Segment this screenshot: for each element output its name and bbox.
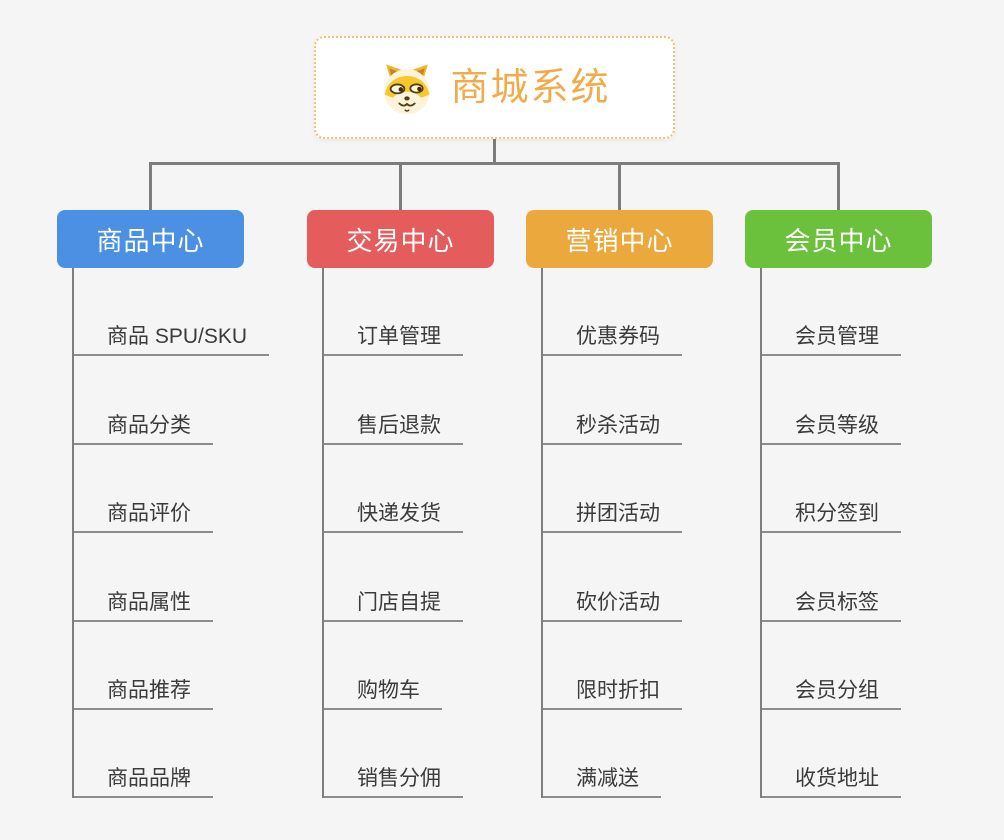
child-topic[interactable]: 会员等级 bbox=[762, 356, 901, 445]
branch-topic-marketing[interactable]: 营销中心 bbox=[526, 210, 713, 268]
branch-trade-center: 交易中心 订单管理 售后退款 快递发货 门店自提 购物车 销售分佣 bbox=[307, 210, 494, 799]
root-topic-title: 商城系统 bbox=[450, 66, 611, 109]
branch-children: 优惠券码 秒杀活动 拼团活动 砍价活动 限时折扣 满减送 bbox=[541, 268, 682, 799]
child-topic[interactable]: 商品品牌 bbox=[74, 710, 213, 799]
child-topic[interactable]: 商品 SPU/SKU bbox=[74, 268, 270, 357]
branch-children: 商品 SPU/SKU 商品分类 商品评价 商品属性 商品推荐 商品品牌 bbox=[72, 268, 270, 799]
connector-drop bbox=[618, 165, 621, 210]
child-topic[interactable]: 销售分佣 bbox=[324, 710, 463, 799]
child-topic[interactable]: 会员分组 bbox=[762, 622, 901, 710]
child-topic[interactable]: 积分签到 bbox=[762, 445, 901, 534]
child-topic[interactable]: 门店自提 bbox=[324, 533, 463, 622]
connector-drop bbox=[149, 165, 152, 210]
root-topic[interactable]: 商城系统 bbox=[314, 36, 675, 139]
child-topic[interactable]: 商品评价 bbox=[74, 445, 213, 534]
branch-topic-product[interactable]: 商品中心 bbox=[57, 210, 244, 268]
child-topic[interactable]: 秒杀活动 bbox=[543, 356, 682, 445]
branch-topic-trade[interactable]: 交易中心 bbox=[307, 210, 494, 268]
connector-drop bbox=[399, 165, 402, 210]
child-topic[interactable]: 拼团活动 bbox=[543, 445, 682, 534]
child-topic[interactable]: 优惠券码 bbox=[543, 268, 682, 357]
branch-member-center: 会员中心 会员管理 会员等级 积分签到 会员标签 会员分组 收货地址 bbox=[745, 210, 932, 799]
doge-face-icon bbox=[384, 63, 431, 114]
branch-marketing-center: 营销中心 优惠券码 秒杀活动 拼团活动 砍价活动 限时折扣 满减送 bbox=[526, 210, 713, 799]
child-topic[interactable]: 满减送 bbox=[543, 710, 661, 799]
connector-drop bbox=[837, 165, 840, 210]
connector-horizontal-bar bbox=[149, 162, 840, 165]
child-topic[interactable]: 限时折扣 bbox=[543, 622, 682, 710]
branch-children: 订单管理 售后退款 快递发货 门店自提 购物车 销售分佣 bbox=[322, 268, 463, 799]
child-topic[interactable]: 商品推荐 bbox=[74, 622, 213, 710]
branch-topic-member[interactable]: 会员中心 bbox=[745, 210, 932, 268]
child-topic[interactable]: 收货地址 bbox=[762, 710, 901, 799]
connector-root-stem bbox=[493, 139, 496, 165]
child-topic[interactable]: 商品属性 bbox=[74, 533, 213, 622]
child-topic[interactable]: 会员标签 bbox=[762, 533, 901, 622]
child-topic[interactable]: 快递发货 bbox=[324, 445, 463, 534]
child-topic[interactable]: 商品分类 bbox=[74, 356, 213, 445]
branch-product-center: 商品中心 商品 SPU/SKU 商品分类 商品评价 商品属性 商品推荐 商品品牌 bbox=[57, 210, 270, 799]
child-topic[interactable]: 砍价活动 bbox=[543, 533, 682, 622]
child-topic[interactable]: 购物车 bbox=[324, 622, 442, 710]
branch-children: 会员管理 会员等级 积分签到 会员标签 会员分组 收货地址 bbox=[760, 268, 901, 799]
child-topic[interactable]: 会员管理 bbox=[762, 268, 901, 357]
child-topic[interactable]: 售后退款 bbox=[324, 356, 463, 445]
child-topic[interactable]: 订单管理 bbox=[324, 268, 463, 357]
